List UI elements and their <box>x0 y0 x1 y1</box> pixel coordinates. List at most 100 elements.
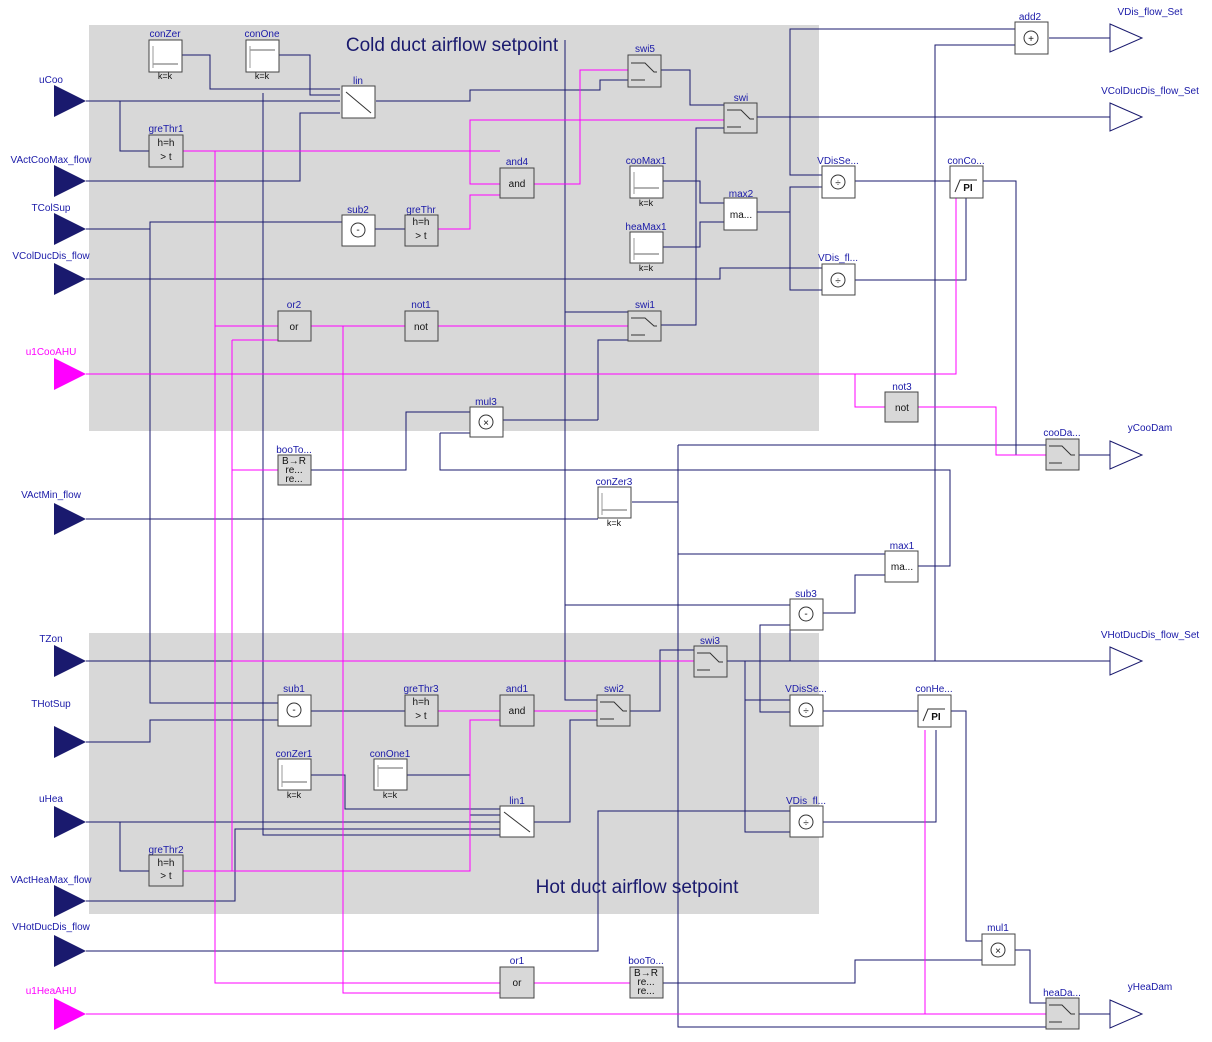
svg-text:booTo...: booTo... <box>276 445 312 456</box>
block-heaDam[interactable]: heaDa... <box>1043 988 1081 1030</box>
svg-text:sub2: sub2 <box>347 205 369 216</box>
real-wires <box>86 28 1110 1028</box>
output-VHotDucDis_flow_Set[interactable]: VHotDucDis_flow_Set <box>1101 630 1200 676</box>
svg-text:h=h: h=h <box>413 697 430 708</box>
svg-text:add2: add2 <box>1019 12 1042 23</box>
output-VColDucDis_flow_Set[interactable]: VColDucDis_flow_Set <box>1101 86 1199 132</box>
block-greThr1[interactable]: greThr1 h=h > t <box>148 124 184 168</box>
svg-text:u1CooAHU: u1CooAHU <box>26 347 77 358</box>
svg-text:conOne: conOne <box>244 29 279 40</box>
block-swi1[interactable]: swi1 <box>627 300 662 342</box>
output-yCooDam[interactable]: yCooDam <box>1109 423 1172 470</box>
block-booTo-hot[interactable]: booTo... B→R re... re... <box>628 956 664 999</box>
block-heaMax1[interactable]: heaMax1 k=k <box>625 222 667 273</box>
svg-text:lin1: lin1 <box>509 796 525 807</box>
svg-text:VHotDucDis_flow_Set: VHotDucDis_flow_Set <box>1101 630 1200 641</box>
svg-text:ma...: ma... <box>891 562 913 573</box>
block-and4[interactable]: and4 and <box>499 157 535 199</box>
svg-text:max1: max1 <box>890 541 915 552</box>
block-or2[interactable]: or2 or <box>277 300 312 342</box>
svg-text:VDis_flow_Set: VDis_flow_Set <box>1117 7 1182 18</box>
block-max1[interactable]: max1 ma... <box>884 541 919 583</box>
block-mul3[interactable]: mul3 × <box>469 397 504 438</box>
svg-text:and4: and4 <box>506 157 529 168</box>
block-conOne1[interactable]: conOne1 k=k <box>370 749 411 800</box>
input-THotSup[interactable]: THotSup <box>31 699 86 758</box>
input-TZon[interactable]: TZon <box>39 634 86 677</box>
svg-text:k=k: k=k <box>639 263 654 273</box>
input-u1HeaAHU[interactable]: u1HeaAHU <box>26 986 86 1030</box>
block-swi5[interactable]: swi5 <box>627 44 662 88</box>
block-VDis-fl-cold[interactable]: VDis_fl... ÷ <box>818 253 858 296</box>
block-greThr2[interactable]: greThr2 h=h > t <box>148 845 184 887</box>
svg-text:mul1: mul1 <box>987 923 1009 934</box>
block-or1[interactable]: or1 or <box>499 956 535 999</box>
svg-text:heaDa...: heaDa... <box>1043 988 1081 999</box>
svg-text:k=k: k=k <box>287 790 302 800</box>
svg-text:h=h: h=h <box>158 138 175 149</box>
output-VDis_flow_Set[interactable]: VDis_flow_Set <box>1109 7 1183 53</box>
svg-text:÷: ÷ <box>835 178 841 189</box>
hot-duct-title: Hot duct airflow setpoint <box>536 877 739 898</box>
svg-text:conCo...: conCo... <box>947 156 984 167</box>
svg-text:TZon: TZon <box>39 634 62 645</box>
svg-text:PI: PI <box>963 183 973 194</box>
block-conHe[interactable]: conHe... PI <box>915 684 953 728</box>
input-VActHeaMax_flow[interactable]: VActHeaMax_flow <box>11 875 93 917</box>
svg-text:not: not <box>895 403 909 414</box>
svg-text:mul3: mul3 <box>475 397 497 408</box>
svg-text:cooMax1: cooMax1 <box>626 156 667 167</box>
svg-text:not3: not3 <box>892 382 912 393</box>
block-max2[interactable]: max2 ma... <box>723 189 758 231</box>
block-conZer[interactable]: conZer k=k <box>148 29 183 81</box>
block-booTo-cold[interactable]: booTo... B→R re... re... <box>276 445 312 486</box>
block-and1[interactable]: and1 and <box>499 684 535 727</box>
block-VDisSe-hot[interactable]: VDisSe... ÷ <box>785 684 827 727</box>
svg-text:VActHeaMax_flow: VActHeaMax_flow <box>11 875 93 886</box>
block-not1[interactable]: not1 not <box>404 300 439 342</box>
svg-text:u1HeaAHU: u1HeaAHU <box>26 986 77 997</box>
svg-text:conOne1: conOne1 <box>370 749 411 760</box>
block-VDis-fl-hot[interactable]: VDis_fl... ÷ <box>786 796 826 838</box>
svg-text:re...: re... <box>637 977 654 988</box>
block-conCo[interactable]: conCo... PI <box>947 156 985 199</box>
input-u1CooAHU[interactable]: u1CooAHU <box>26 347 86 390</box>
block-add2[interactable]: add2 + <box>1014 12 1049 55</box>
block-lin[interactable]: lin <box>341 76 376 119</box>
block-greThr3[interactable]: greThr3 h=h > t <box>403 684 439 727</box>
block-conZer1[interactable]: conZer1 k=k <box>276 749 313 800</box>
block-swi[interactable]: swi <box>723 93 758 134</box>
block-VDisSe-cold[interactable]: VDisSe... ÷ <box>817 156 859 199</box>
svg-text:VColDucDis_flow: VColDucDis_flow <box>12 251 90 262</box>
block-not3[interactable]: not3 not <box>884 382 919 423</box>
input-TColSup[interactable]: TColSup <box>32 203 86 245</box>
block-lin1[interactable]: lin1 <box>499 796 535 838</box>
svg-text:or1: or1 <box>510 956 525 967</box>
svg-text:PI: PI <box>931 712 941 723</box>
input-uCoo[interactable]: uCoo <box>39 75 86 117</box>
block-cooMax1[interactable]: cooMax1 k=k <box>626 156 667 208</box>
svg-text:greThr: greThr <box>406 205 436 216</box>
output-yHeaDam[interactable]: yHeaDam <box>1109 982 1172 1029</box>
svg-text:re...: re... <box>637 986 654 997</box>
input-VActCooMax_flow[interactable]: VActCooMax_flow <box>11 155 93 197</box>
block-swi2[interactable]: swi2 <box>596 684 631 727</box>
input-VHotDucDis_flow[interactable]: VHotDucDis_flow <box>12 922 91 967</box>
block-swi3[interactable]: swi3 <box>693 636 728 678</box>
block-sub3[interactable]: sub3 - <box>789 589 824 631</box>
block-conOne[interactable]: conOne k=k <box>244 29 279 81</box>
block-greThr[interactable]: greThr h=h > t <box>404 205 439 247</box>
block-cooDam[interactable]: cooDa... <box>1043 428 1081 471</box>
svg-text:swi5: swi5 <box>635 44 655 55</box>
svg-text:-: - <box>804 609 807 620</box>
input-uHea[interactable]: uHea <box>39 794 86 838</box>
svg-text:+: + <box>1028 34 1034 45</box>
input-VColDucDis_flow[interactable]: VColDucDis_flow <box>12 251 90 295</box>
block-sub1[interactable]: sub1 - <box>277 684 312 727</box>
block-mul1[interactable]: mul1 × <box>981 923 1016 966</box>
block-sub2[interactable]: sub2 - <box>341 205 376 247</box>
input-VActMin_flow[interactable]: VActMin_flow <box>21 490 86 535</box>
cold-duct-region <box>89 25 819 431</box>
cold-duct-title: Cold duct airflow setpoint <box>346 35 559 56</box>
block-conZer3[interactable]: conZer3 k=k <box>596 477 633 528</box>
